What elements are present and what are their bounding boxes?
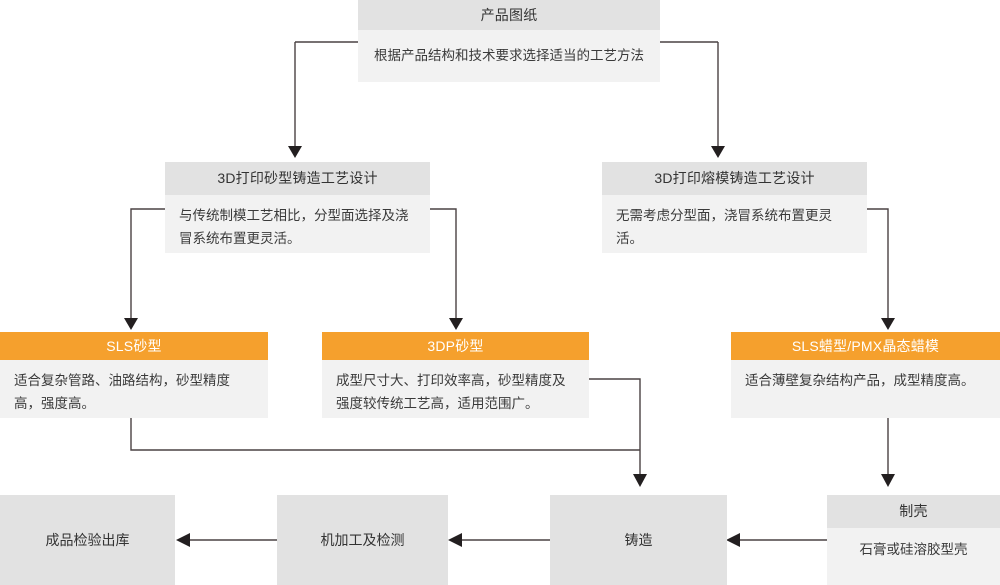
node-3dp-sand-header: 3DP砂型 — [322, 332, 589, 360]
arrowhead-sand-design — [288, 146, 302, 158]
node-final-inspection[interactable]: 成品检验出库 — [0, 495, 175, 585]
connector-sanddesign-right — [430, 208, 457, 318]
node-sls-sand-body: 适合复杂管路、油路结构，砂型精度高，强度高。 — [0, 360, 268, 418]
node-sls-sand[interactable]: SLS砂型 适合复杂管路、油路结构，砂型精度高，强度高。 — [0, 332, 268, 418]
arrowhead-sls-sand — [124, 318, 138, 330]
node-shell-making-header: 制壳 — [827, 495, 1000, 528]
node-sand-casting-design-header: 3D打印砂型铸造工艺设计 — [165, 162, 430, 195]
arrowhead-tdp-sand — [449, 318, 463, 330]
node-sls-wax-header: SLS蜡型/PMX晶态蜡模 — [731, 332, 1000, 360]
arrowhead-shell — [881, 474, 895, 487]
node-investment-casting-design-body: 无需考虑分型面，浇冒系统布置更灵活。 — [602, 195, 867, 253]
node-machining-inspection[interactable]: 机加工及检测 — [277, 495, 448, 585]
node-product-drawing-body: 根据产品结构和技术要求选择适当的工艺方法 — [358, 30, 660, 82]
node-investment-casting-design[interactable]: 3D打印熔模铸造工艺设计 无需考虑分型面，浇冒系统布置更灵活。 — [602, 162, 867, 253]
arrowhead-sls-wax — [881, 318, 895, 330]
node-3dp-sand-body: 成型尺寸大、打印效率高，砂型精度及强度较传统工艺高，适用范围广。 — [322, 360, 589, 418]
node-casting-label: 铸造 — [550, 495, 727, 585]
node-sand-casting-design[interactable]: 3D打印砂型铸造工艺设计 与传统制模工艺相比，分型面选择及浇冒系统布置更灵活。 — [165, 162, 430, 253]
connector-sanddesign-left — [130, 208, 165, 318]
arrowhead-investment-design — [711, 146, 725, 158]
arrowhead-casting — [633, 474, 647, 487]
node-sls-wax-body: 适合薄壁复杂结构产品，成型精度高。 — [731, 360, 1000, 418]
node-investment-casting-design-header: 3D打印熔模铸造工艺设计 — [602, 162, 867, 195]
node-shell-making[interactable]: 制壳 石膏或硅溶胶型壳 — [827, 495, 1000, 585]
node-sls-sand-header: SLS砂型 — [0, 332, 268, 360]
node-product-drawing[interactable]: 产品图纸 根据产品结构和技术要求选择适当的工艺方法 — [358, 0, 660, 82]
node-sand-casting-design-body: 与传统制模工艺相比，分型面选择及浇冒系统布置更灵活。 — [165, 195, 430, 253]
node-product-drawing-header: 产品图纸 — [358, 0, 660, 30]
node-shell-making-body: 石膏或硅溶胶型壳 — [827, 528, 1000, 585]
arrowhead-machining — [448, 533, 462, 547]
connector-investmentdesign-to-wax — [867, 208, 889, 318]
connector-slssand-to-casting — [130, 418, 640, 451]
node-machining-inspection-label: 机加工及检测 — [277, 495, 448, 585]
node-final-inspection-label: 成品检验出库 — [0, 495, 175, 585]
arrowhead-casting-from-shell — [726, 533, 740, 547]
node-3dp-sand[interactable]: 3DP砂型 成型尺寸大、打印效率高，砂型精度及强度较传统工艺高，适用范围广。 — [322, 332, 589, 418]
connector-tdpsand-to-casting — [589, 378, 641, 474]
node-sls-wax[interactable]: SLS蜡型/PMX晶态蜡模 适合薄壁复杂结构产品，成型精度高。 — [731, 332, 1000, 418]
node-casting[interactable]: 铸造 — [550, 495, 727, 585]
arrowhead-final-inspection — [176, 533, 190, 547]
